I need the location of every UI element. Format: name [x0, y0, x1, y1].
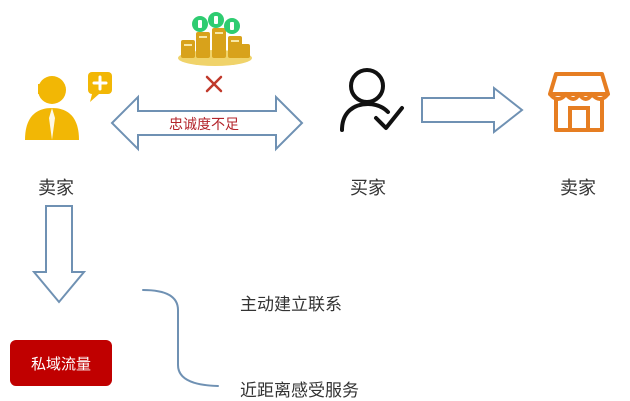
benefit-item-1: 主动建立联系: [240, 295, 342, 315]
private-traffic-box: 私域流量: [10, 340, 112, 386]
seller-left-label: 卖家: [38, 178, 74, 199]
cross-icon: [205, 75, 223, 93]
person-speech-icon: [25, 72, 112, 140]
seller-right-label: 卖家: [560, 178, 596, 199]
down-arrow: [31, 205, 87, 304]
bracket: [142, 289, 219, 387]
benefit-item-2: 近距离感受服务: [240, 381, 359, 401]
storefront-icon: [548, 72, 610, 132]
coins-money-icon: [178, 12, 252, 66]
right-arrow: [421, 85, 524, 135]
user-check-icon: [340, 68, 404, 132]
double-arrow: [110, 94, 304, 152]
arrow-text: 忠诚度不足: [169, 117, 239, 133]
buyer-label: 买家: [350, 178, 386, 199]
